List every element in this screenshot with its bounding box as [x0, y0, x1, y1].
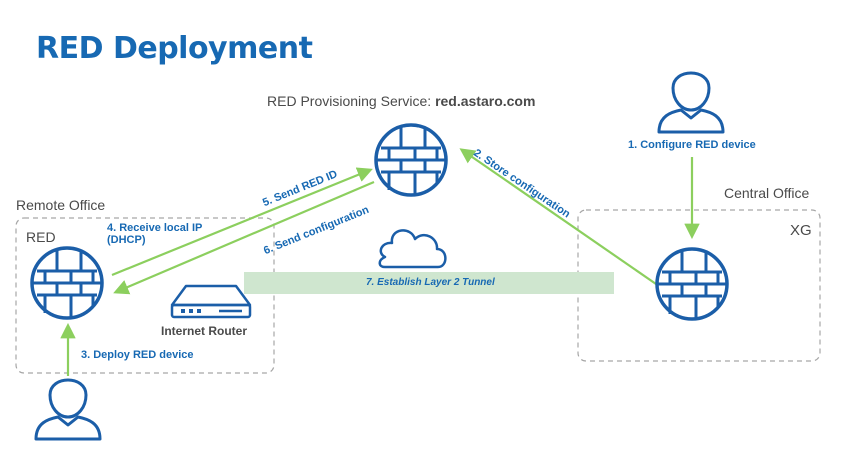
step-arrows — [60, 148, 700, 376]
xg-firewall-icon — [655, 247, 729, 321]
layer2-tunnel-band — [244, 272, 614, 294]
provisioning-host: red.astaro.com — [435, 93, 536, 109]
local-user-icon — [34, 378, 102, 441]
red-device-label: RED — [26, 229, 56, 245]
xg-device-label: XG — [790, 222, 812, 239]
provisioning-label-prefix: RED Provisioning Service: — [267, 93, 436, 109]
cloud-icon — [378, 229, 447, 269]
remote-office-box — [15, 217, 275, 374]
page-title: RED Deployment — [36, 31, 313, 66]
step4-label-line1: 4. Receive local IP — [107, 222, 203, 234]
step7-label: 7. Establish Layer 2 Tunnel — [366, 277, 495, 288]
router-icon — [170, 284, 252, 319]
admin-user-icon — [657, 71, 725, 134]
step4-label: 4. Receive local IP (DHCP) — [107, 222, 202, 246]
router-label: Internet Router — [161, 324, 248, 338]
red-firewall-icon — [30, 246, 104, 320]
central-office-box — [577, 209, 821, 362]
arrow-send-id — [111, 167, 373, 277]
arrow-store — [459, 148, 657, 285]
remote-office-label: Remote Office — [16, 197, 106, 213]
step4-label-line2: (DHCP) — [107, 234, 146, 246]
step3-label: 3. Deploy RED device — [81, 349, 194, 361]
central-office-label: Central Office — [724, 185, 810, 201]
provisioning-service-label: RED Provisioning Service: red.astaro.com — [267, 93, 535, 109]
step1-label: 1. Configure RED device — [628, 139, 756, 151]
arrow-send-config — [113, 180, 375, 295]
provisioning-firewall-icon — [374, 123, 448, 197]
